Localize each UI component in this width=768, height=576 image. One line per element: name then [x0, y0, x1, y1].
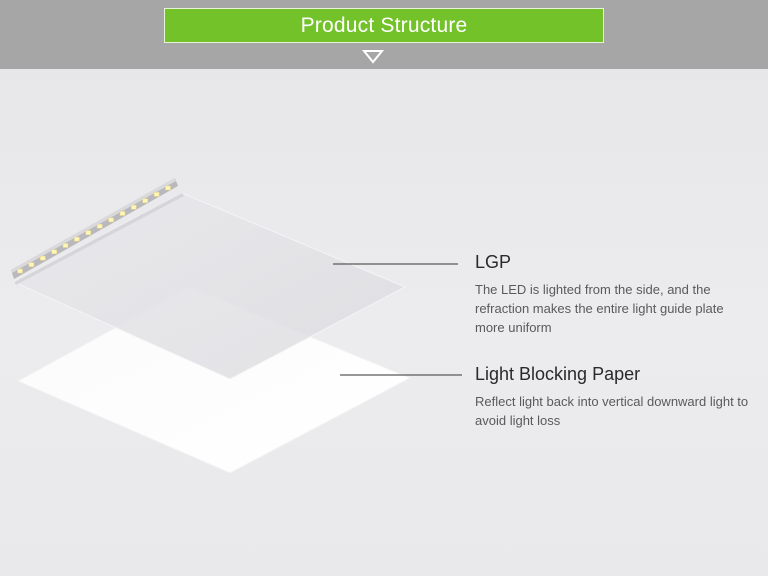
page-title: Product Structure — [164, 8, 604, 43]
led-chip — [40, 255, 46, 261]
led-chip — [17, 268, 23, 274]
led-chip — [108, 217, 114, 223]
led-chip — [96, 224, 103, 229]
led-chip — [142, 198, 148, 204]
led-chip — [165, 185, 171, 191]
led-chip — [62, 243, 69, 248]
led-strip — [11, 178, 178, 279]
led-chip — [74, 236, 80, 242]
led-chip — [131, 204, 137, 210]
lgp-title: LGP — [475, 252, 512, 272]
led-chip — [28, 262, 35, 267]
led-chip — [51, 249, 57, 255]
light-blocking-paper-description: Reflect light back into vertical downwar… — [475, 394, 749, 428]
led-chip — [119, 211, 126, 216]
light-blocking-paper-title: Light Blocking Paper — [475, 364, 641, 384]
lgp-description: The LED is lighted from the side, and th… — [475, 282, 724, 335]
led-chip — [85, 230, 92, 235]
led-chip — [153, 192, 160, 197]
triangle-down-icon — [362, 50, 384, 64]
